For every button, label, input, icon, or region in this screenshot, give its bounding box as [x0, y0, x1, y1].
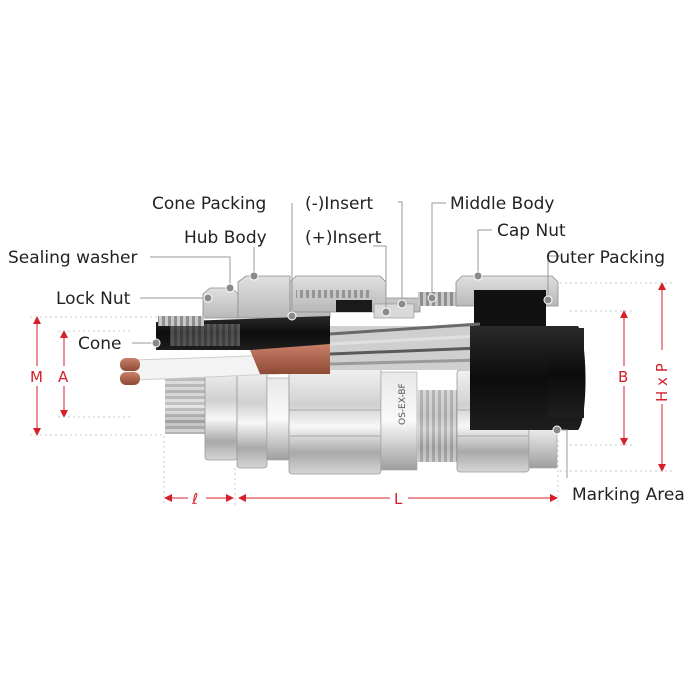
- label-outer-packing: Outer Packing: [546, 248, 665, 268]
- label-marking-area: Marking Area: [572, 485, 685, 505]
- label-sealing-washer: Sealing washer: [8, 248, 137, 268]
- label-cone-packing: Cone Packing: [152, 194, 266, 214]
- dim-ell: ℓ: [191, 490, 198, 508]
- gland-cutaway: [156, 275, 559, 350]
- thread-engagement: [418, 292, 460, 306]
- plus-insert: [373, 303, 415, 319]
- label-middle-body: Middle Body: [450, 194, 554, 214]
- marking-text-1: OS-EX-BF: [398, 383, 408, 425]
- leader-lines: [132, 201, 568, 478]
- lock-nut-body: [204, 367, 238, 461]
- cable-assembly: [120, 322, 586, 430]
- outer-packing-block: [474, 290, 546, 330]
- hub-body-hex: [236, 367, 268, 469]
- entry-thread-top: [158, 316, 204, 326]
- label-lock-nut: Lock Nut: [56, 289, 131, 309]
- leader-dots: [151, 271, 562, 435]
- wire-end-1: [120, 358, 140, 371]
- dimension-labels: M A B H x P ℓ L: [28, 350, 671, 508]
- label-plus-insert: (+)Insert: [305, 228, 382, 248]
- wire-copper-bundle: [250, 344, 330, 374]
- minus-insert: [336, 300, 372, 312]
- wire-end-2: [120, 372, 140, 385]
- dim-m: M: [30, 368, 43, 386]
- dimension-lines: [30, 282, 672, 506]
- dim-l: L: [394, 490, 403, 508]
- label-minus-insert: (-)Insert: [305, 194, 373, 214]
- dim-hxp: H x P: [653, 363, 671, 402]
- part-labels: Cone Packing (-)Insert Middle Body Hub B…: [8, 194, 685, 505]
- dim-a: A: [58, 368, 69, 386]
- label-hub-body: Hub Body: [184, 228, 267, 248]
- label-cone: Cone: [78, 334, 122, 354]
- label-cap-nut: Cap Nut: [497, 221, 566, 241]
- dim-b: B: [618, 368, 628, 386]
- lock-nut-section: [202, 287, 239, 319]
- middle-body-hex: [288, 367, 382, 475]
